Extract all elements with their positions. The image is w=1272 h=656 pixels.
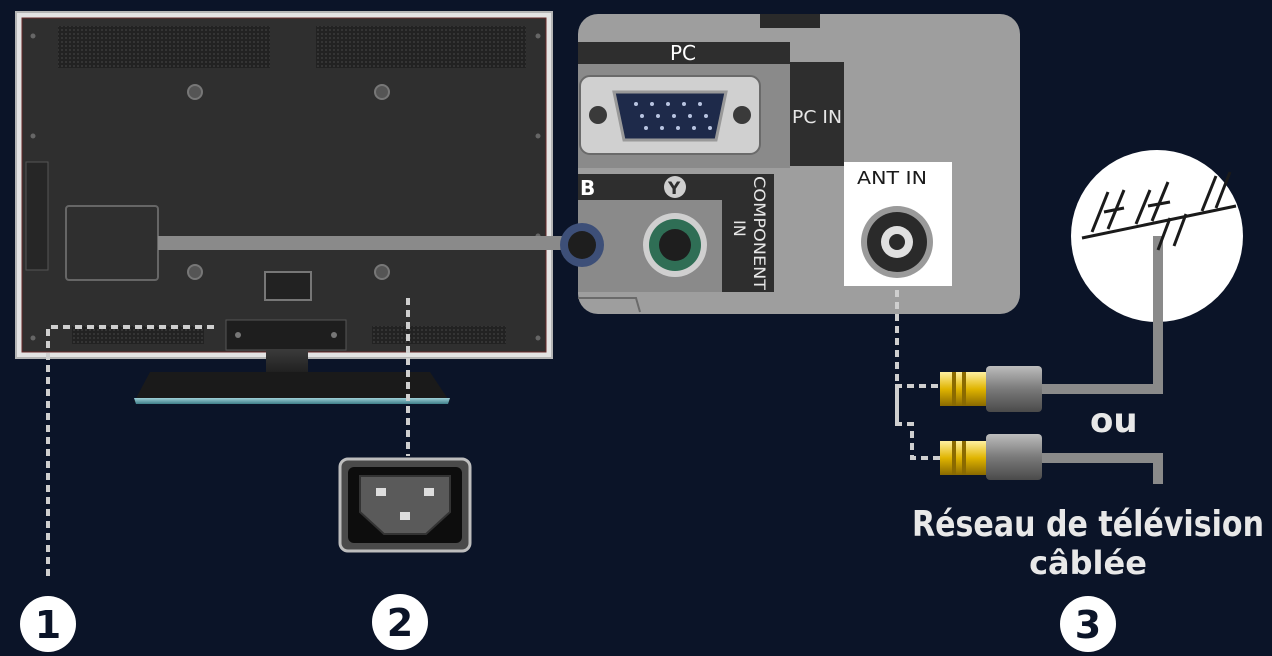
- ant-leader-line: [895, 290, 940, 460]
- tv-network-cable: [1042, 453, 1163, 484]
- step-number-3: 3: [1075, 603, 1101, 647]
- pc-in-label: PC IN: [792, 107, 842, 128]
- side-port-strip: [25, 161, 49, 271]
- or-label: ou: [1090, 401, 1138, 441]
- step-badge-1: 1: [20, 596, 76, 652]
- power-socket-icon: [338, 457, 472, 553]
- component-y-jack: [643, 213, 707, 277]
- top-vent-right: [316, 26, 526, 68]
- step-badge-2: 2: [372, 594, 428, 650]
- cable-network-label-2: câblée: [1029, 544, 1147, 582]
- coax-port-icon: [861, 206, 933, 278]
- coax-plug-cable-icon: [940, 434, 1042, 480]
- vga-port-icon: [579, 75, 761, 155]
- bottom-vent-left: [72, 326, 204, 344]
- tv-back: [15, 11, 553, 359]
- leader-line-1: [46, 325, 214, 578]
- connector-panel: PC PC IN B Y COMPONENT IN: [560, 14, 1020, 314]
- step-number-2: 2: [387, 601, 413, 645]
- ant-in-label: ANT IN: [857, 168, 927, 189]
- bottom-vent-right: [372, 326, 506, 344]
- step-number-1: 1: [35, 603, 61, 647]
- mount-screws: [187, 84, 390, 280]
- component-y-label: Y: [667, 179, 681, 199]
- tv-stand: [134, 350, 450, 404]
- component-b-label: B: [580, 176, 595, 200]
- top-vent-left: [58, 26, 270, 68]
- component-in-label-1: COMPONENT: [750, 176, 769, 290]
- component-pb-jack: [560, 223, 604, 267]
- tv-power-inlet: [264, 271, 312, 301]
- component-in-label-2: IN: [730, 220, 749, 237]
- pc-section-label: PC: [670, 41, 696, 65]
- component-y-badge: [664, 176, 686, 198]
- antenna-icon: [1071, 150, 1243, 322]
- zoom-connector-bar: [158, 236, 580, 250]
- step-badge-3: 3: [1060, 596, 1116, 652]
- cable-network-label-1: Réseau de télévision: [912, 504, 1264, 545]
- coax-plug-icon: [940, 366, 1042, 412]
